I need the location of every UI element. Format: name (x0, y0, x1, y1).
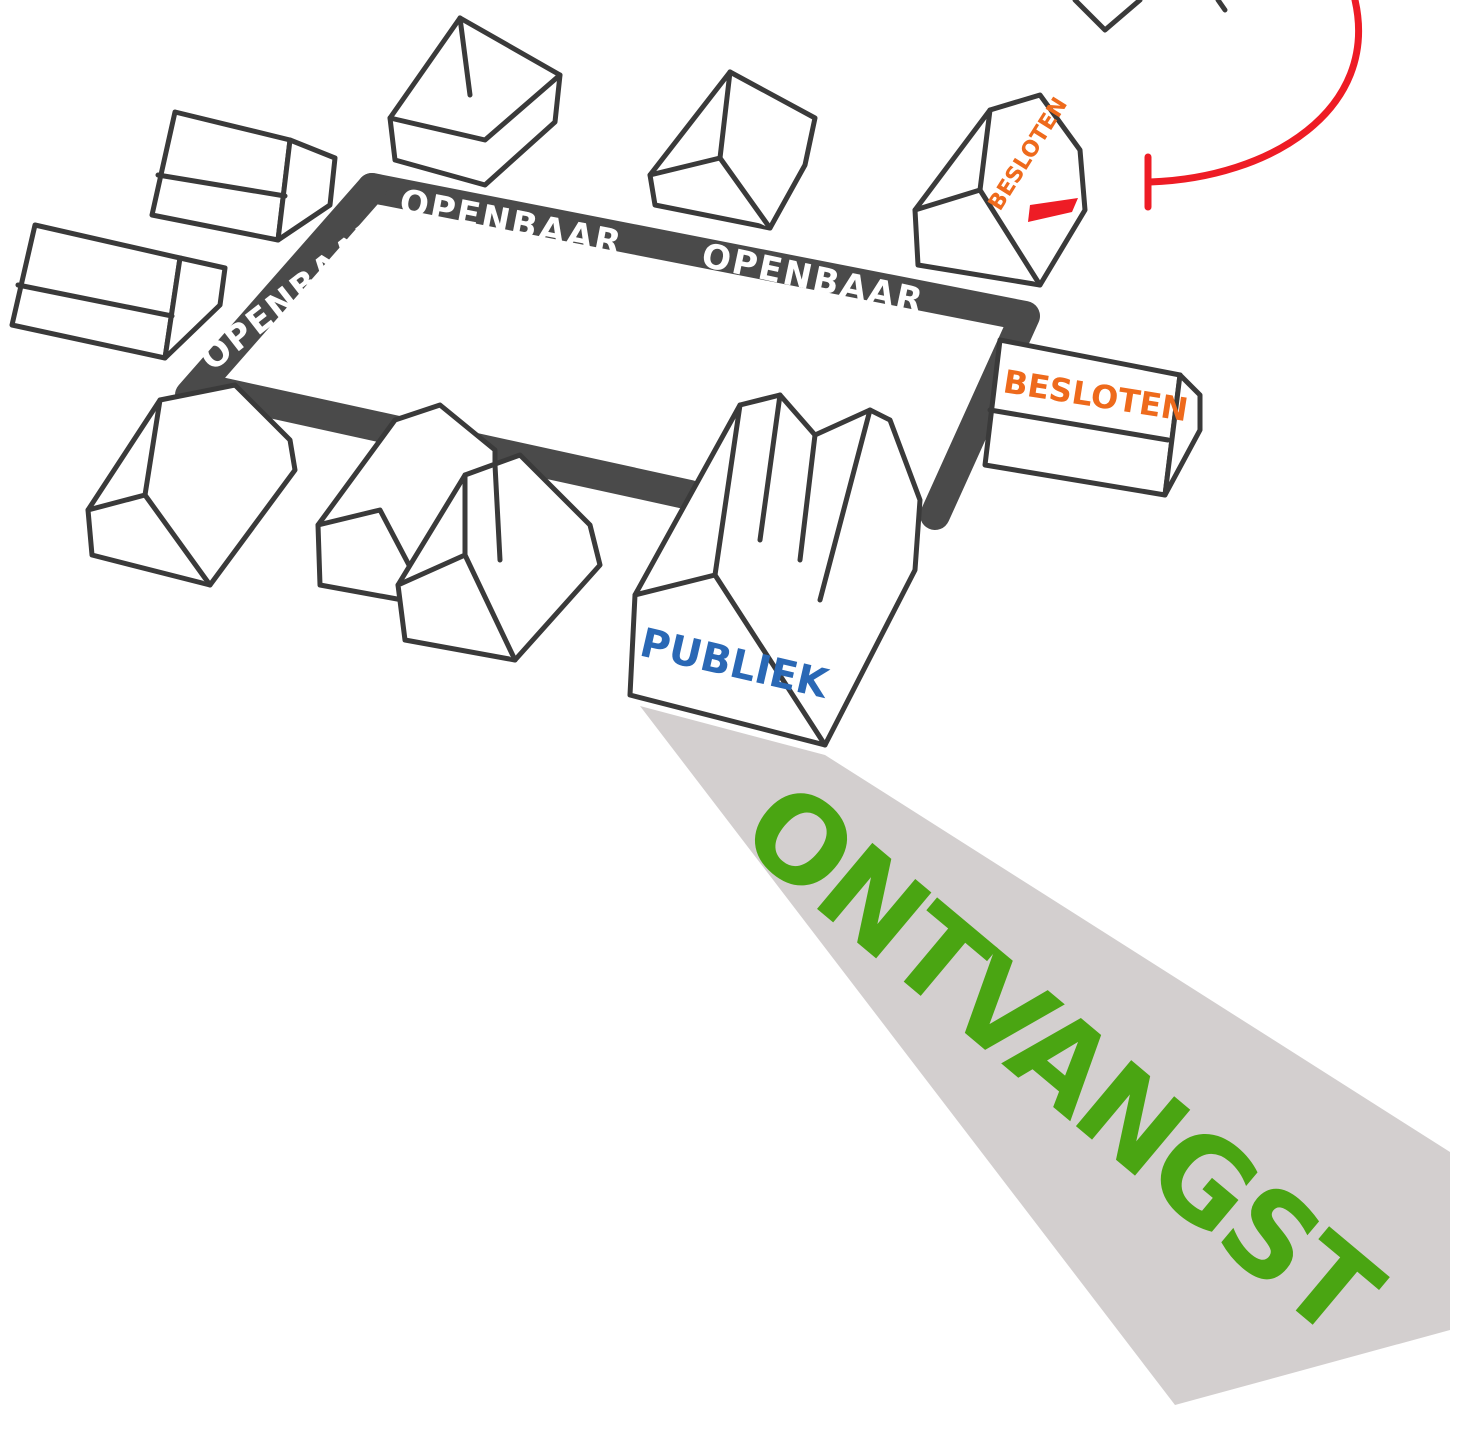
house-top-center-left (387, 15, 563, 188)
house-bottom-left (85, 382, 298, 588)
house-far-left (9, 222, 228, 361)
house-top-right-partial (1072, 0, 1228, 33)
reception-beam (640, 706, 1450, 1405)
house-closed-right (982, 337, 1203, 498)
street-label-top-left: OPENBAAR (396, 182, 626, 264)
house-left-upper (149, 109, 338, 243)
street-left (175, 173, 387, 410)
red-arrow (1146, 0, 1363, 186)
house-public (627, 392, 923, 748)
house-closed-top (912, 92, 1088, 288)
street-label-top-right: OPENBAAR (698, 236, 928, 322)
house-bottom-mid-b (395, 452, 603, 663)
house-top-center (647, 69, 818, 231)
closed-marker (1028, 198, 1078, 222)
street-loop (357, 173, 1040, 530)
